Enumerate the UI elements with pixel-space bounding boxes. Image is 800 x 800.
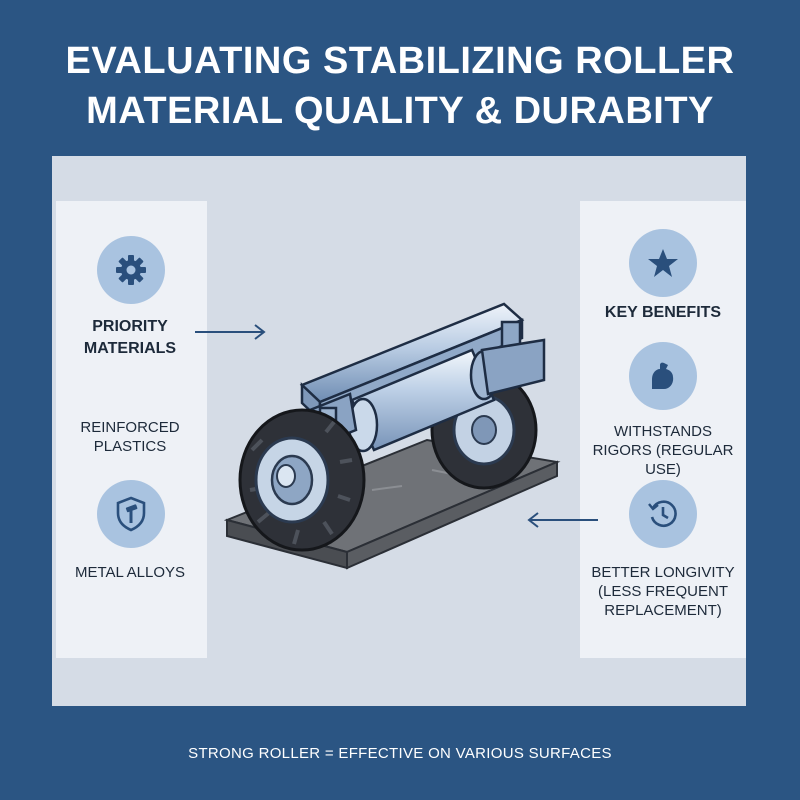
- flexed-arm-icon: [629, 342, 697, 410]
- priority-materials-label: PRIORITY MATERIALS: [83, 318, 177, 357]
- shield-hammer-icon: [97, 480, 165, 548]
- metal-alloys-label: METAL ALLOYS: [74, 564, 186, 581]
- title-line-2: MATERIAL QUALITY & DURABITY: [86, 90, 714, 132]
- reinforced-plastics-label: REINFORCED PLASTICS: [80, 419, 180, 455]
- front-wheel: [238, 408, 366, 552]
- page-title: EVALUATING STABILIZING ROLLER MATERIAL Q…: [0, 36, 800, 136]
- gear-icon: [97, 236, 165, 304]
- arrow-left-icon: [527, 512, 598, 528]
- better-longevity-label: BETTER LONGIVITY (LESS FREQUENT REPLACEM…: [591, 564, 735, 619]
- footer-caption: STRONG ROLLER = EFFECTIVE ON VARIOUS SUR…: [188, 745, 612, 762]
- roller-cylinder: [347, 348, 499, 453]
- star-icon: [629, 229, 697, 297]
- roller-illustration: [223, 302, 561, 570]
- withstands-rigors-label: WITHSTANDS RIGORS (REGULAR USE): [592, 423, 734, 478]
- arrow-right-icon: [195, 324, 266, 340]
- clock-history-icon: [629, 480, 697, 548]
- key-benefits-label: KEY BENEFITS: [604, 304, 722, 321]
- title-line-1: EVALUATING STABILIZING ROLLER: [65, 40, 735, 82]
